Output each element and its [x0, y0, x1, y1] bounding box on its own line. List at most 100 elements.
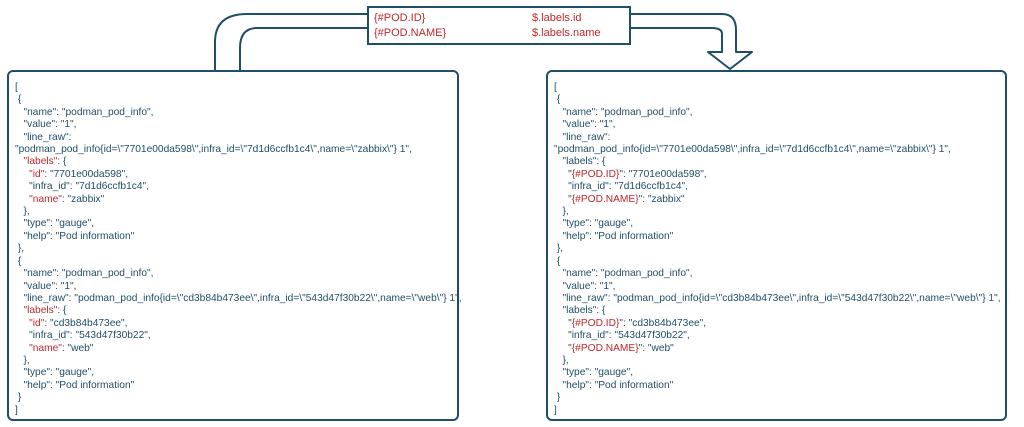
json-text: [15, 305, 24, 316]
json-text: }: [554, 392, 561, 404]
json-line: "infra_id": "543d47f30b22",: [554, 330, 997, 342]
jsonpath-label: $.labels.name: [532, 27, 601, 39]
json-text: [: [554, 82, 557, 93]
json-text: "type": "gauge",: [554, 367, 634, 379]
result-json-panel: [ { "name": "podman_pod_info", "value": …: [546, 70, 1007, 421]
json-line: "type": "gauge",: [554, 367, 997, 379]
json-line: "type": "gauge",: [554, 218, 997, 230]
highlighted-token: "name": [29, 193, 62, 205]
json-line: "infra_id": "543d47f30b22",: [15, 330, 449, 342]
highlighted-token: {#POD.ID}: [571, 317, 620, 329]
json-line: "type": "gauge",: [15, 218, 449, 230]
json-line: "name": "zabbix": [15, 194, 449, 206]
json-text: [15, 343, 29, 354]
json-line: "name": "podman_pod_info",: [554, 268, 997, 280]
json-text: },: [15, 354, 30, 366]
json-text: "help": "Pod information": [15, 379, 135, 391]
json-line: "{#POD.ID}": "7701e00da598",: [554, 169, 997, 181]
json-text: {: [15, 94, 22, 106]
json-text: "value": "1",: [554, 280, 616, 292]
json-text: : "web": [61, 342, 94, 354]
json-line: "labels": {: [15, 156, 449, 168]
json-text: ]: [15, 404, 18, 416]
json-line: "{#POD.NAME}": "zabbix": [554, 194, 997, 206]
json-text: },: [554, 243, 564, 255]
json-text: "type": "gauge",: [554, 218, 634, 230]
json-line: },: [554, 243, 997, 255]
json-text: "help": "Pod information": [15, 230, 135, 242]
original-json-panel: [ { "name": "podman_pod_info", "value": …: [7, 70, 462, 421]
lld-macro-mapping-box: {#POD.ID} $.labels.id {#POD.NAME} $.labe…: [367, 6, 631, 45]
json-text: },: [554, 354, 569, 366]
json-line: "infra_id": "7d1d6ccfb1c4",: [554, 181, 997, 193]
highlighted-token: {#POD.ID}: [571, 168, 620, 180]
json-text: : "cd3b84b473ee",: [44, 317, 128, 329]
json-line: "podman_pod_info{id=\"7701e00da598\",inf…: [15, 144, 449, 156]
json-line: "id": "cd3b84b473ee",: [15, 318, 449, 330]
json-line: "type": "gauge",: [15, 367, 449, 379]
json-text: "name": "podman_pod_info",: [15, 268, 154, 280]
json-text: "value": "1",: [15, 119, 77, 131]
json-text: "line_raw":: [554, 131, 611, 143]
json-line: },: [554, 206, 997, 218]
json-line: "help": "Pod information": [15, 231, 449, 243]
json-text: ": "web": [638, 342, 674, 354]
json-line: "value": "1",: [554, 281, 997, 293]
macro-label: {#POD.ID}: [374, 12, 426, 24]
json-line: [: [554, 82, 997, 94]
json-line: {: [15, 256, 449, 268]
json-text: "help": "Pod information": [554, 230, 674, 242]
json-line: ]: [554, 405, 997, 417]
json-line: "line_raw":: [554, 132, 997, 144]
json-text: [15, 194, 29, 205]
json-text: ": [554, 193, 572, 205]
highlighted-token: {#POD.NAME}: [571, 342, 639, 354]
json-line: }: [15, 392, 449, 404]
json-text: "type": "gauge",: [15, 367, 95, 379]
json-line: "value": "1",: [15, 281, 449, 293]
json-text: },: [554, 206, 569, 218]
json-text: },: [15, 243, 25, 255]
json-text: "podman_pod_info{id=\"7701e00da598\",inf…: [15, 144, 412, 156]
json-text: "line_raw": "podman_pod_info{id=\"cd3b84…: [554, 292, 1001, 304]
json-text: {: [15, 255, 22, 267]
json-line: "name": "podman_pod_info",: [15, 107, 449, 119]
json-text: [: [15, 82, 18, 93]
json-line: "{#POD.ID}": "cd3b84b473ee",: [554, 318, 997, 330]
json-text: "help": "Pod information": [554, 379, 674, 391]
json-line: "line_raw": "podman_pod_info{id=\"cd3b84…: [15, 293, 461, 305]
json-text: "type": "gauge",: [15, 218, 95, 230]
json-text: ": [554, 168, 572, 180]
json-line: },: [15, 206, 449, 218]
highlighted-token: "id": [29, 317, 45, 329]
json-text: : {: [57, 156, 67, 168]
json-line: {: [554, 256, 997, 268]
json-line: },: [554, 355, 997, 367]
json-text: "labels": {: [554, 305, 606, 317]
json-text: ": [554, 317, 572, 329]
json-text: [15, 156, 24, 167]
highlighted-token: {#POD.NAME}: [571, 193, 639, 205]
json-text: ": [554, 342, 572, 354]
json-text: "infra_id": "543d47f30b22",: [554, 330, 690, 342]
highlighted-token: "labels": [23, 156, 58, 168]
json-line: [: [15, 82, 449, 94]
json-line: }: [554, 392, 997, 404]
json-text: ": "zabbix": [638, 193, 685, 205]
json-text: ": "7701e00da598",: [619, 168, 707, 180]
json-text: "infra_id": "7d1d6ccfb1c4",: [554, 181, 688, 193]
json-line: "id": "7701e00da598",: [15, 169, 449, 181]
json-line: "infra_id": "7d1d6ccfb1c4",: [15, 181, 449, 193]
json-text: {: [554, 255, 561, 267]
json-line: "podman_pod_info{id=\"7701e00da598\",inf…: [554, 144, 997, 156]
json-text: "name": "podman_pod_info",: [15, 106, 154, 118]
json-text: [15, 318, 29, 329]
json-text: "line_raw":: [15, 131, 72, 143]
json-text: "infra_id": "543d47f30b22",: [15, 330, 151, 342]
json-line: "line_raw":: [15, 132, 449, 144]
json-line: "value": "1",: [554, 119, 997, 131]
json-text: {: [554, 94, 561, 106]
json-text: ": "cd3b84b473ee",: [619, 317, 707, 329]
json-text: "podman_pod_info{id=\"7701e00da598\",inf…: [554, 144, 951, 156]
json-text: : "7701e00da598",: [44, 168, 129, 180]
